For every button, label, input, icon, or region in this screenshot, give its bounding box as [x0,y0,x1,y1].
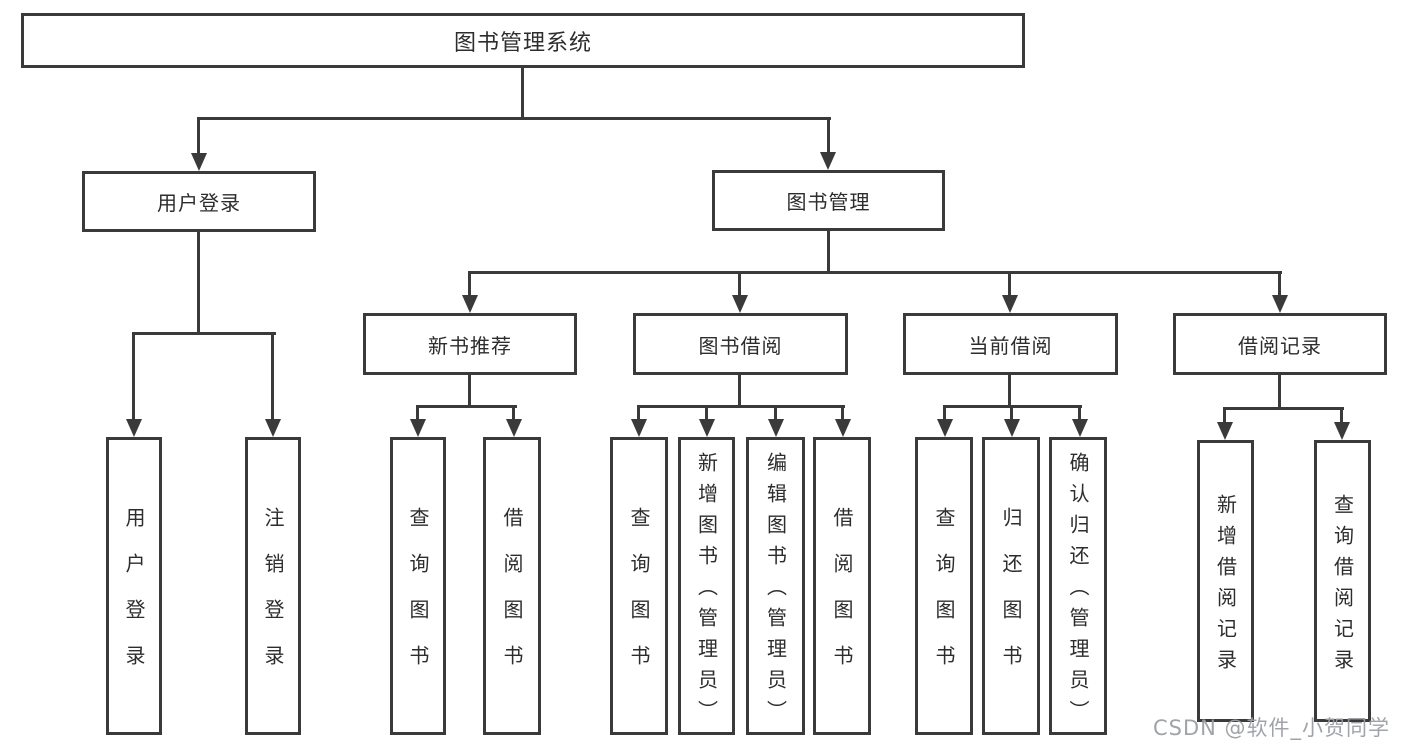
connector-line [1223,407,1344,410]
connector-line [468,375,471,408]
node-label: 图书借阅 [698,333,783,358]
node-label: 确认归还（管理员） [1066,452,1090,731]
node-label: 查询图书 [627,507,651,691]
arrow-down-icon [506,419,522,437]
connector-line [827,117,830,154]
leaf-query-borrow-record: 查询借阅记录 [1314,440,1371,722]
arrow-down-icon [1272,295,1288,313]
connector-line [705,405,708,421]
arrow-down-icon [410,419,426,437]
connector-line [468,271,1282,274]
node-book-management: 图书管理 [712,170,945,231]
connector-line [1008,271,1011,297]
leaf-user-login: 用户登录 [106,437,162,735]
connector-line [416,405,517,408]
node-label: 查询借阅记录 [1330,493,1355,680]
node-label: 新增图书（管理员） [694,452,719,731]
connector-line [1008,375,1011,408]
leaf-borrow-book-recommend: 借阅图书 [483,437,541,735]
connector-line [943,405,946,421]
arrow-down-icon [732,295,748,313]
connector-line [197,117,200,155]
arrow-down-icon [1002,295,1018,313]
node-borrowing-records: 借阅记录 [1173,313,1387,375]
leaf-add-book-admin: 新增图书（管理员） [678,437,735,735]
node-new-book-recommendation: 新书推荐 [363,313,577,375]
node-label: 归还图书 [999,507,1023,691]
connector-line [521,68,524,120]
connector-line [841,405,844,421]
connector-line [738,375,741,408]
connector-line [1078,405,1081,421]
node-label: 借阅记录 [1238,333,1322,358]
arrow-down-icon [820,152,836,170]
connector-line [512,405,515,421]
node-label: 图书管理 [786,190,871,214]
arrow-down-icon [1072,419,1088,437]
arrow-down-icon [699,419,715,437]
connector-line [132,332,276,335]
connector-line [827,231,830,274]
connector-line [1278,374,1281,410]
connector-line [1340,407,1343,424]
csdn-watermark: CSDN @软件_小贺同学 [1153,716,1391,740]
node-label: 查询图书 [406,507,430,691]
node-user-login: 用户登录 [82,171,316,232]
arrow-down-icon [462,295,478,313]
connector-line [637,405,845,408]
leaf-return-book: 归还图书 [982,437,1040,735]
connector-line [197,232,200,334]
node-label: 用户登录 [157,191,241,215]
connector-line [197,117,831,120]
arrow-down-icon [265,419,281,437]
node-label: 编辑图书（管理员） [763,452,788,731]
arrow-down-icon [937,419,953,437]
connector-line [416,405,419,421]
leaf-edit-book-admin: 编辑图书（管理员） [746,437,805,735]
leaf-query-book-borrowing: 查询图书 [610,437,668,735]
node-label: 新书推荐 [428,333,512,358]
connector-line [468,271,471,297]
connector-line [132,332,135,421]
arrow-down-icon [631,419,647,437]
arrow-down-icon [1217,422,1233,440]
connector-line [738,271,741,297]
arrow-down-icon [126,419,142,437]
node-library-management-system: 图书管理系统 [21,13,1025,68]
arrow-down-icon [768,419,784,437]
node-label: 用户登录 [122,507,146,691]
arrow-down-icon [191,153,207,171]
node-label: 借阅图书 [830,507,854,691]
node-label: 查询图书 [932,507,956,691]
leaf-logout: 注销登录 [245,437,301,735]
connector-line [1223,407,1226,424]
node-label: 新增借阅记录 [1213,493,1238,680]
node-current-borrowing: 当前借阅 [903,313,1118,375]
connector-line [637,405,640,421]
leaf-add-borrow-record: 新增借阅记录 [1197,440,1254,722]
arrow-down-icon [1334,422,1350,440]
node-label: 当前借阅 [968,333,1053,358]
connector-line [774,405,777,421]
connector-line [1278,271,1281,297]
leaf-borrow-book: 借阅图书 [813,437,871,735]
connector-line [271,332,274,421]
connector-line [1010,405,1013,421]
leaf-confirm-return-admin: 确认归还（管理员） [1049,437,1107,735]
arrow-down-icon [1004,419,1020,437]
leaf-query-book-recommend: 查询图书 [390,437,446,735]
node-label: 借阅图书 [500,507,524,691]
arrow-down-icon [835,419,851,437]
node-label: 图书管理系统 [453,30,592,56]
node-label: 注销登录 [261,507,285,691]
node-book-borrowing: 图书借阅 [633,313,848,375]
leaf-query-book-current: 查询图书 [915,437,973,735]
